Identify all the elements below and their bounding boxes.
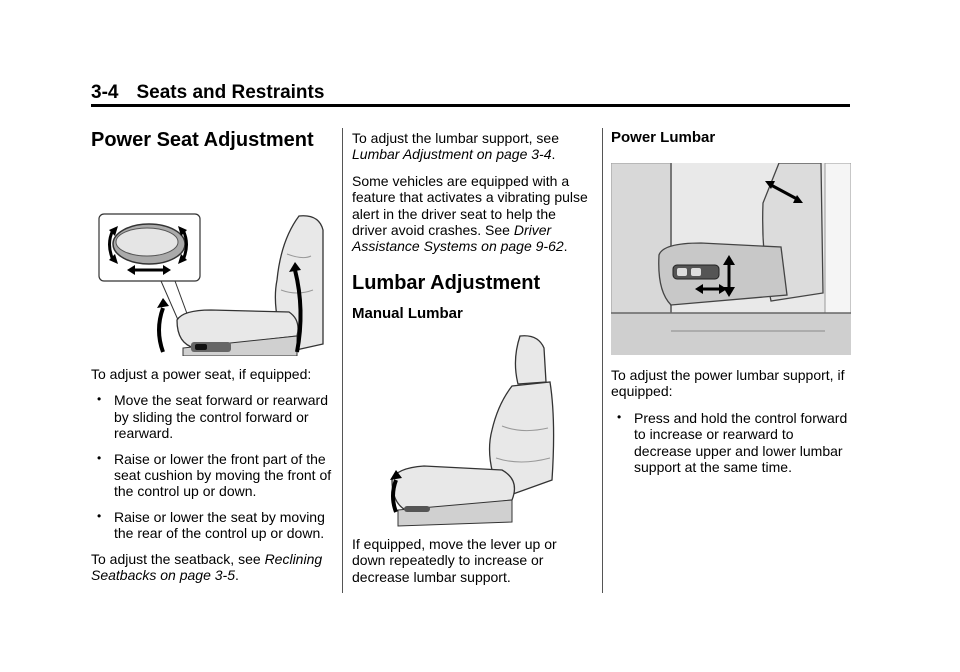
- link-lumbar-adjustment[interactable]: Lumbar Adjustment on page 3-4: [352, 146, 552, 163]
- manual-lumbar-text: If equipped, move the lever up or down r…: [352, 535, 557, 585]
- column-divider-1: [342, 128, 343, 593]
- lumbar-reference-paragraph: To adjust the lumbar support, see Lumbar…: [352, 130, 592, 163]
- list-item: Raise or lower the front part of the sea…: [91, 450, 336, 500]
- page-number: 3-4: [91, 82, 119, 103]
- power-seat-illustration: [91, 160, 336, 356]
- lumbar-reference-end: .: [551, 146, 556, 163]
- column-power-lumbar: Power Lumbar To adjust the power lumbar …: [611, 118, 851, 484]
- subheading-power-lumbar: Power Lumbar: [611, 129, 716, 146]
- link-driver-assistance[interactable]: Driver Assistance Systems on page 9-62: [352, 222, 564, 255]
- heading-power-seat-adjustment: Power Seat Adjustment: [91, 129, 314, 151]
- heading-lumbar-adjustment: Lumbar Adjustment: [352, 271, 541, 294]
- power-lumbar-illustration: [611, 163, 851, 355]
- power-seat-steps: Move the seat forward or rearward by sli…: [91, 391, 336, 542]
- column-divider-2: [602, 128, 603, 593]
- column-power-seat: Power Seat Adjustment To adjust a pow: [91, 118, 336, 583]
- power-lumbar-intro: To adjust the power lumbar support, if e…: [611, 367, 845, 400]
- header-rule: [91, 104, 850, 107]
- list-item: Press and hold the control forward to in…: [611, 409, 851, 476]
- column-lumbar: To adjust the lumbar support, see Lumbar…: [352, 118, 592, 585]
- lumbar-reference-text: To adjust the lumbar support, see: [352, 130, 560, 146]
- seatback-end: .: [235, 567, 239, 584]
- subheading-manual-lumbar: Manual Lumbar: [352, 304, 463, 322]
- manual-lumbar-illustration: [352, 329, 592, 530]
- power-lumbar-steps: Press and hold the control forward to in…: [611, 409, 851, 476]
- vibrating-alert-paragraph: Some vehicles are equipped with a featur…: [352, 173, 592, 255]
- seatback-paragraph: To adjust the seatback, see Reclining Se…: [91, 551, 336, 584]
- section-title: Seats and Restraints: [136, 82, 325, 103]
- list-item: Raise or lower the seat by moving the re…: [91, 508, 336, 542]
- link-reclining-seatbacks[interactable]: Reclining Seatbacks on page 3-5: [91, 550, 323, 584]
- list-item: Move the seat forward or rearward by sli…: [91, 391, 336, 441]
- power-seat-intro: To adjust a power seat, if equipped:: [91, 366, 312, 382]
- vibrating-alert-text: Some vehicles are equipped with a featur…: [352, 172, 588, 239]
- seatback-text: To adjust the seatback, see: [91, 550, 261, 567]
- page-header: 3-4 Seats and Restraints: [91, 82, 324, 104]
- vibrating-alert-end: .: [563, 238, 568, 255]
